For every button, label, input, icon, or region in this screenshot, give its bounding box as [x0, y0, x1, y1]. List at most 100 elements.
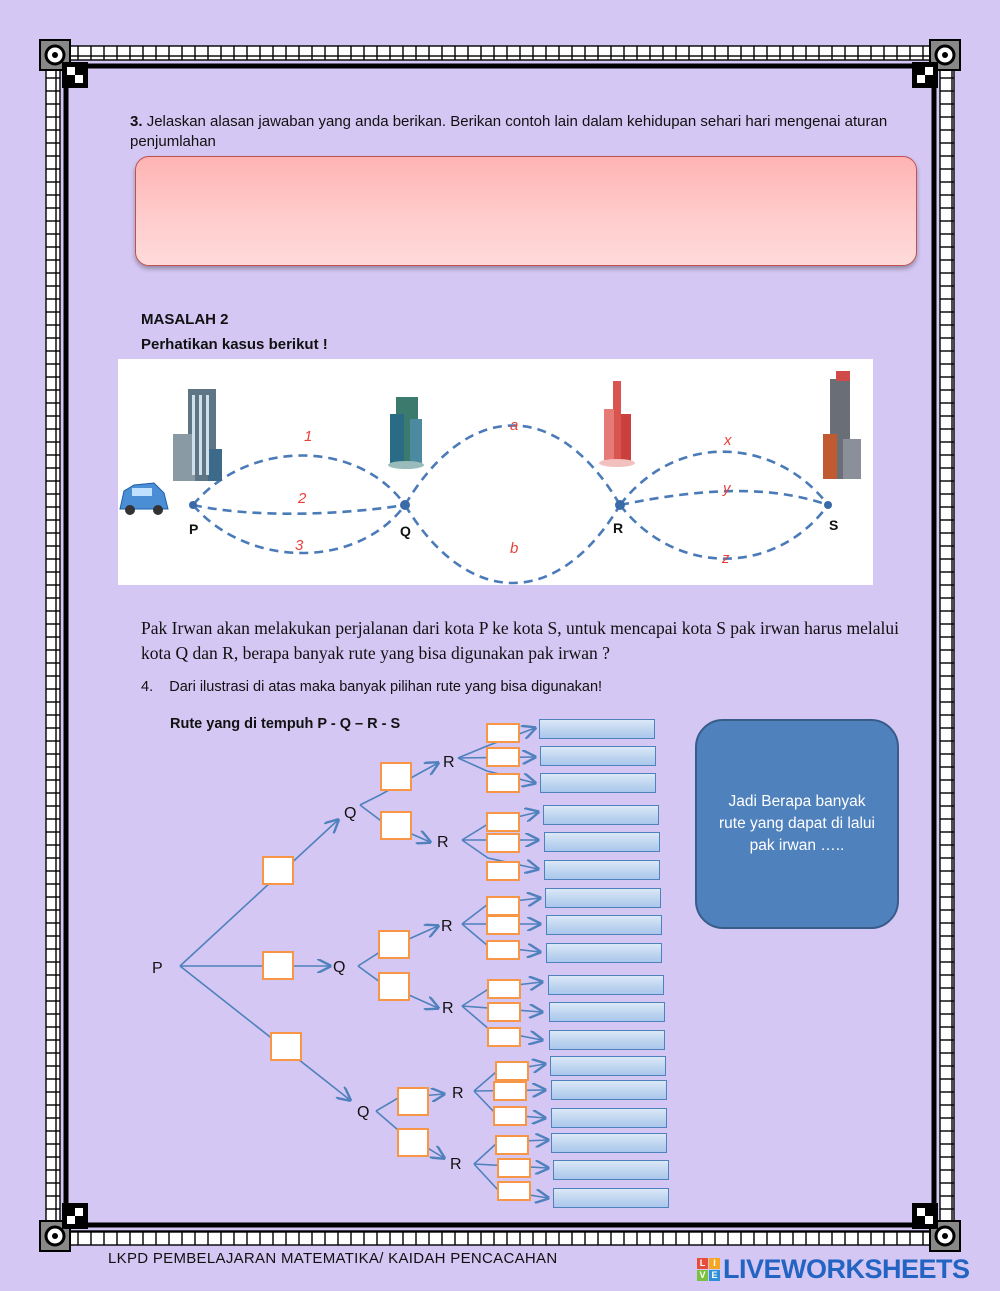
building-p-icon: [173, 389, 222, 481]
route-result-5[interactable]: [544, 832, 660, 852]
route-result-6[interactable]: [544, 860, 660, 880]
route-illustration: P Q R S 1 2 3 a b x y z: [118, 359, 873, 585]
footer-text: LKPD PEMBELAJARAN MATEMATIKA/ KAIDAH PEN…: [108, 1250, 558, 1267]
input-route-rs-13[interactable]: [495, 1061, 529, 1081]
tree-node-q1: Q: [344, 805, 356, 822]
tree-node-q2: Q: [333, 959, 345, 976]
logo-tile: I: [709, 1258, 720, 1269]
corner-ornament-tr: [912, 39, 961, 88]
route-label-3: 3: [295, 537, 304, 554]
route-result-10[interactable]: [548, 975, 664, 995]
answer-3-textbox[interactable]: [135, 156, 917, 266]
input-route-rs-8[interactable]: [486, 915, 520, 935]
route-result-7[interactable]: [545, 888, 661, 908]
question-4: 4. Dari ilustrasi di atas maka banyak pi…: [141, 679, 602, 695]
input-route-qr-3b[interactable]: [397, 1128, 429, 1157]
question-4-number: 4.: [141, 679, 154, 695]
city-q-label: Q: [400, 523, 411, 539]
input-route-qr-2a[interactable]: [378, 930, 410, 959]
route-result-15[interactable]: [551, 1108, 667, 1128]
route-label-a: a: [510, 417, 518, 434]
question-3-number: 3.: [130, 113, 143, 130]
question-4-text: Dari ilustrasi di atas maka banyak pilih…: [169, 679, 603, 695]
route-label-2: 2: [297, 490, 307, 507]
input-route-rs-18[interactable]: [497, 1181, 531, 1201]
building-r-icon: [599, 381, 635, 467]
route-result-14[interactable]: [551, 1080, 667, 1100]
problem-subtitle: Perhatikan kasus berikut !: [141, 336, 328, 353]
car-icon: [119, 482, 169, 515]
input-route-rs-16[interactable]: [495, 1135, 529, 1155]
tree-title: Rute yang di tempuh P - Q – R - S: [170, 716, 401, 732]
tree-node-r5: R: [452, 1085, 464, 1102]
route-label-1: 1: [304, 428, 312, 445]
route-label-x: x: [723, 432, 732, 449]
input-route-pq-1[interactable]: [262, 856, 294, 885]
input-route-rs-3[interactable]: [486, 773, 520, 793]
question-3-text: Jelaskan alasan jawaban yang anda berika…: [130, 113, 888, 150]
input-route-rs-5[interactable]: [486, 833, 520, 853]
input-route-pq-2[interactable]: [262, 951, 294, 980]
tree-node-r1: R: [443, 754, 455, 771]
route-result-16[interactable]: [551, 1133, 667, 1153]
route-result-3[interactable]: [540, 773, 656, 793]
conclusion-text: Jadi Berapa banyak rute yang dapat di la…: [719, 793, 875, 854]
route-result-18[interactable]: [553, 1188, 669, 1208]
route-result-13[interactable]: [550, 1056, 666, 1076]
input-route-rs-9[interactable]: [486, 940, 520, 960]
route-result-12[interactable]: [549, 1030, 665, 1050]
tree-node-r2: R: [437, 834, 449, 851]
input-route-rs-14[interactable]: [493, 1081, 527, 1101]
tree-node-r3: R: [441, 918, 453, 935]
conclusion-box: Jadi Berapa banyak rute yang dapat di la…: [695, 719, 899, 929]
question-3: 3. Jelaskan alasan jawaban yang anda ber…: [130, 112, 920, 152]
input-route-qr-1a[interactable]: [380, 762, 412, 791]
corner-ornament-bl: [39, 1203, 88, 1252]
tree-node-p: P: [152, 960, 163, 977]
logo-tile: V: [697, 1270, 708, 1281]
input-route-rs-6[interactable]: [486, 861, 520, 881]
input-route-qr-1b[interactable]: [380, 811, 412, 840]
route-result-11[interactable]: [549, 1002, 665, 1022]
input-route-rs-15[interactable]: [493, 1106, 527, 1126]
input-route-rs-17[interactable]: [497, 1158, 531, 1178]
input-route-rs-11[interactable]: [487, 1002, 521, 1022]
route-result-2[interactable]: [540, 746, 656, 766]
input-route-rs-1[interactable]: [486, 723, 520, 743]
tree-node-r6: R: [450, 1156, 462, 1173]
route-label-y: y: [722, 480, 732, 497]
route-label-b: b: [510, 540, 518, 557]
city-s-label: S: [829, 517, 838, 533]
logo-tiles-icon: L I V E: [697, 1258, 720, 1281]
input-route-qr-2b[interactable]: [378, 972, 410, 1001]
liveworksheets-logo: L I V E LIVEWORKSHEETS: [697, 1254, 970, 1285]
tree-node-q3: Q: [357, 1104, 369, 1121]
route-result-8[interactable]: [546, 915, 662, 935]
corner-ornament-br: [912, 1203, 961, 1252]
corner-ornament-tl: [39, 39, 88, 88]
building-q-icon: [388, 397, 424, 469]
input-route-rs-7[interactable]: [486, 896, 520, 916]
route-result-9[interactable]: [546, 943, 662, 963]
logo-text: LIVEWORKSHEETS: [723, 1254, 970, 1284]
logo-tile: E: [709, 1270, 720, 1281]
problem-title: MASALAH 2: [141, 311, 229, 328]
logo-tile: L: [697, 1258, 708, 1269]
route-map: P Q R S 1 2 3 a b x y z: [119, 371, 861, 585]
city-p-label: P: [189, 521, 198, 537]
input-route-rs-4[interactable]: [486, 812, 520, 832]
input-route-rs-12[interactable]: [487, 1027, 521, 1047]
input-route-pq-3[interactable]: [270, 1032, 302, 1061]
route-result-17[interactable]: [553, 1160, 669, 1180]
city-r-label: R: [613, 520, 623, 536]
route-result-1[interactable]: [539, 719, 655, 739]
route-label-z: z: [721, 550, 730, 567]
story-paragraph: Pak Irwan akan melakukan perjalanan dari…: [141, 618, 899, 663]
tree-node-r4: R: [442, 1000, 454, 1017]
building-s-icon: [823, 371, 861, 479]
input-route-rs-10[interactable]: [487, 979, 521, 999]
input-route-rs-2[interactable]: [486, 747, 520, 767]
input-route-qr-3a[interactable]: [397, 1087, 429, 1116]
route-result-4[interactable]: [543, 805, 659, 825]
